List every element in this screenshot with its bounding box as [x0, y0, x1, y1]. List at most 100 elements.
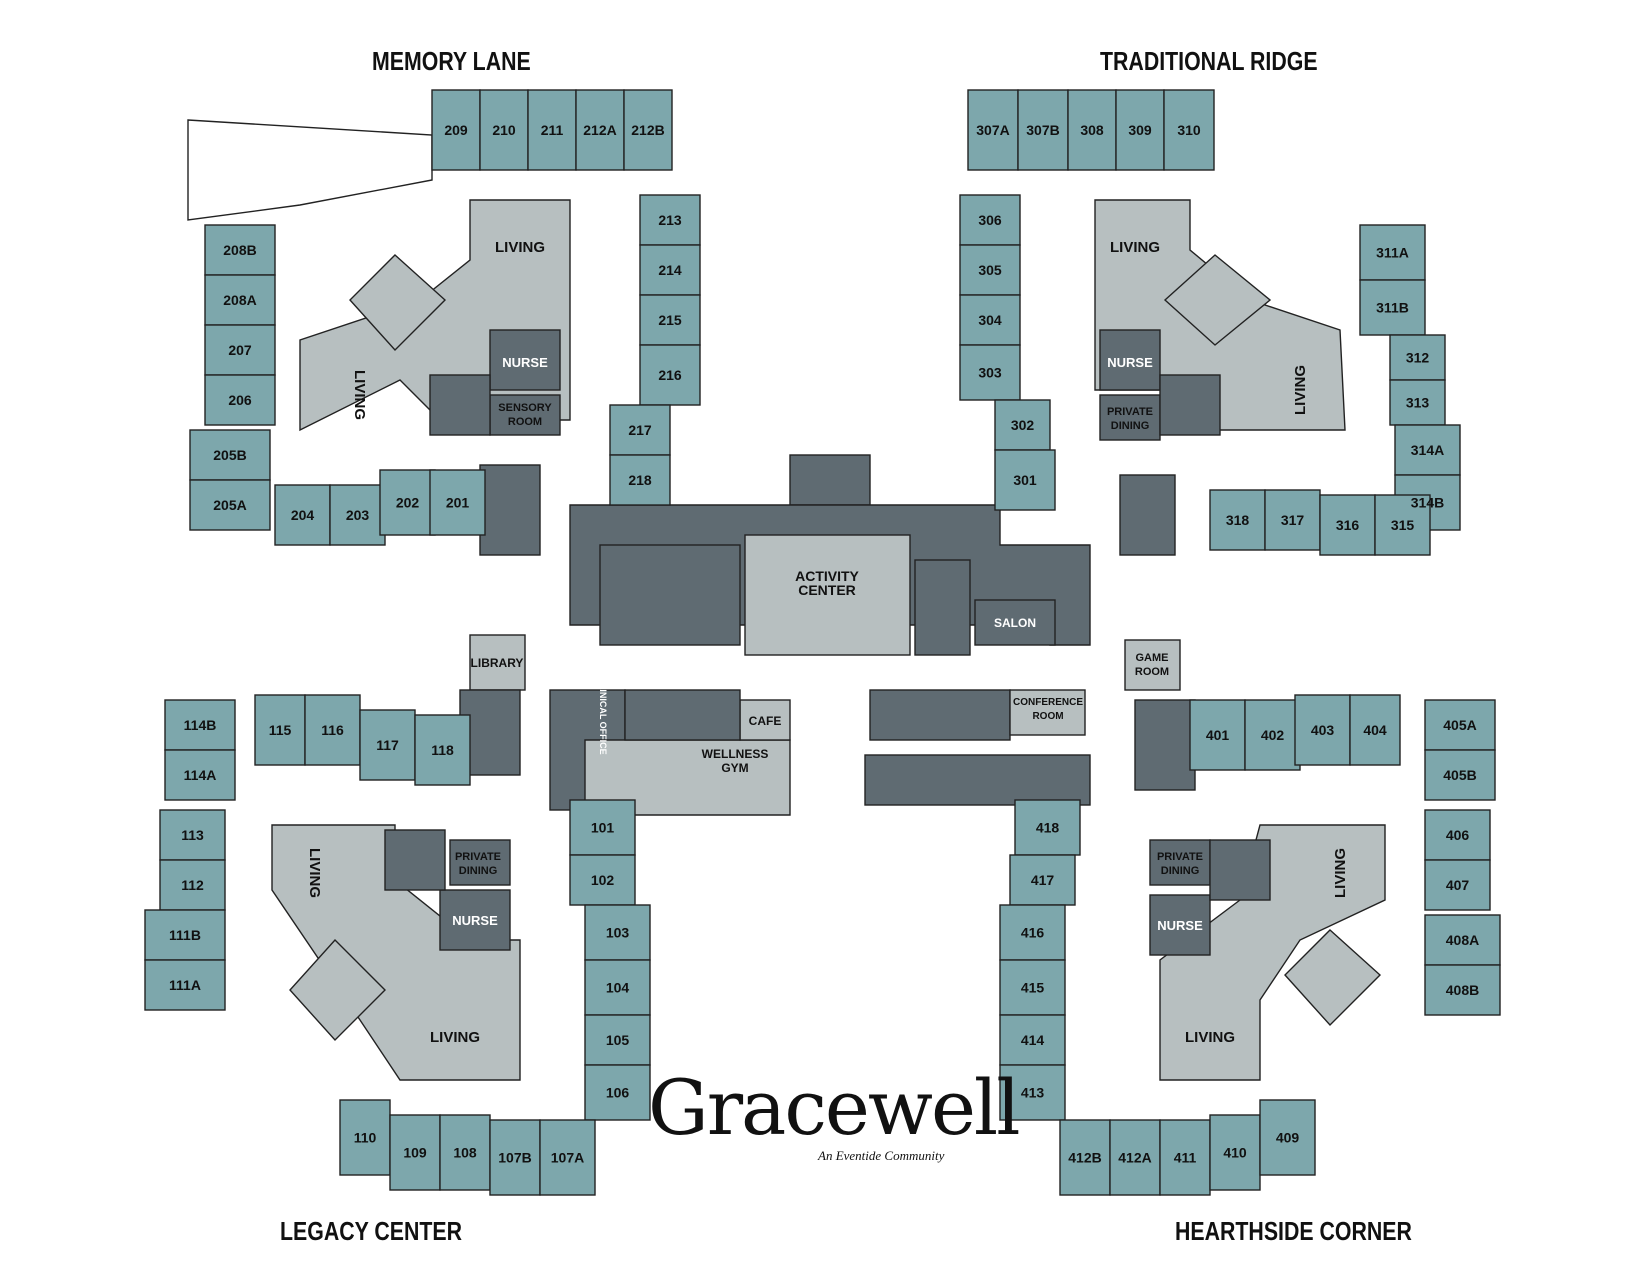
room-label-305: 305: [978, 262, 1002, 278]
resident-room-203: [329, 484, 386, 546]
resident-room-115: [254, 694, 306, 766]
room-label-216: 216: [658, 367, 682, 383]
living-label-legacy-center-side: LIVING: [306, 848, 323, 898]
resident-room-401: [1189, 699, 1246, 771]
room-label-107a: 107A: [551, 1150, 584, 1166]
room-label-215: 215: [658, 312, 682, 328]
resident-room-111b: [144, 909, 226, 961]
salon-label: SALON: [994, 616, 1036, 630]
sensory-room: [489, 394, 561, 436]
wing-title-traditional-ridge: TRADITIONAL RIDGE: [1100, 46, 1318, 76]
room-label-409: 409: [1276, 1130, 1300, 1146]
room-label-118: 118: [431, 742, 454, 758]
resident-room-414: [999, 1014, 1066, 1066]
resident-room-216: [639, 344, 701, 406]
salon-room: [974, 599, 1056, 646]
room-label-309: 309: [1128, 122, 1152, 138]
room-label-311b: 311B: [1376, 300, 1409, 316]
lounge-bay-legacy-center: [289, 938, 386, 1042]
nurse-label-hearthside: NURSE: [1157, 918, 1203, 933]
resident-room-314a: [1394, 424, 1461, 476]
room-label-106: 106: [606, 1085, 630, 1101]
room-label-107b: 107B: [498, 1150, 531, 1166]
resident-room-303: [959, 344, 1021, 401]
room-label-111a: 111A: [169, 977, 201, 993]
resident-room-212a: [575, 89, 625, 171]
room-label-112: 112: [181, 877, 204, 893]
nurse-station-memory-lane: [489, 329, 561, 391]
resident-room-209: [431, 89, 481, 171]
support-traditional-ridge: [1159, 374, 1221, 436]
gracewell-logo: Gracewell An Eventide Community: [648, 1063, 1021, 1170]
resident-room-411: [1159, 1119, 1211, 1196]
resident-room-102: [569, 854, 636, 906]
resident-room-213: [639, 194, 701, 246]
room-label-206: 206: [228, 392, 252, 408]
resident-room-317: [1264, 489, 1321, 551]
resident-room-404: [1349, 694, 1401, 766]
room-label-209: 209: [444, 122, 468, 138]
courtyard-outline: [187, 119, 433, 221]
room-label-401: 401: [1206, 727, 1230, 743]
room-label-313: 313: [1406, 395, 1430, 411]
resident-room-312: [1389, 334, 1446, 381]
room-label-317: 317: [1281, 512, 1305, 528]
resident-room-408b: [1424, 964, 1501, 1016]
room-label-412a: 412A: [1118, 1150, 1151, 1166]
room-label-111b: 111B: [169, 927, 201, 943]
room-label-318: 318: [1226, 512, 1250, 528]
room-label-213: 213: [658, 212, 682, 228]
resident-room-204: [274, 484, 331, 546]
room-label-208a: 208A: [223, 292, 256, 308]
resident-room-418: [1014, 799, 1081, 856]
resident-room-205b: [189, 429, 271, 481]
living-label-legacy-center-bottom: LIVING: [430, 1029, 480, 1046]
resident-room-412a: [1109, 1119, 1161, 1196]
resident-room-218: [609, 454, 671, 506]
library-label: LIBRARY: [471, 656, 524, 670]
room-label-217: 217: [628, 422, 652, 438]
room-label-311a: 311A: [1376, 245, 1409, 261]
resident-room-305: [959, 244, 1021, 296]
support-legacy-center: [384, 829, 446, 891]
resident-room-416: [999, 904, 1066, 961]
resident-room-307a: [967, 89, 1019, 171]
room-label-214: 214: [658, 262, 682, 278]
room-label-411: 411: [1174, 1150, 1197, 1166]
room-label-103: 103: [606, 925, 630, 941]
resident-room-407: [1424, 859, 1491, 911]
room-label-402: 402: [1261, 727, 1285, 743]
room-label-204: 204: [291, 507, 315, 523]
room-label-301: 301: [1013, 472, 1037, 488]
core-storage-room: [914, 559, 971, 656]
room-label-109: 109: [403, 1145, 427, 1161]
resident-room-210: [479, 89, 529, 171]
room-label-202: 202: [396, 495, 420, 511]
room-label-406: 406: [1446, 827, 1470, 843]
living-label-hearthside-bottom: LIVING: [1185, 1029, 1235, 1046]
logo-tagline: An Eventide Community: [818, 1148, 945, 1163]
logo-name: Gracewell: [648, 1063, 1021, 1152]
room-label-414: 414: [1021, 1032, 1045, 1048]
lounge-bay-hearthside-corner: [1284, 929, 1382, 1027]
support-memory-lane: [429, 374, 491, 436]
room-label-203: 203: [346, 507, 370, 523]
support-hearthside: [1209, 839, 1271, 901]
lounge-bay-memory-lane: [349, 254, 447, 352]
resident-room-118: [414, 714, 471, 786]
room-label-302: 302: [1011, 417, 1035, 433]
wing-title-legacy-center: LEGACY CENTER: [280, 1216, 463, 1246]
room-label-218: 218: [628, 472, 652, 488]
room-label-207: 207: [228, 342, 252, 358]
room-label-405b: 405B: [1443, 767, 1476, 783]
resident-room-206: [204, 374, 276, 426]
resident-room-107a: [539, 1119, 596, 1196]
